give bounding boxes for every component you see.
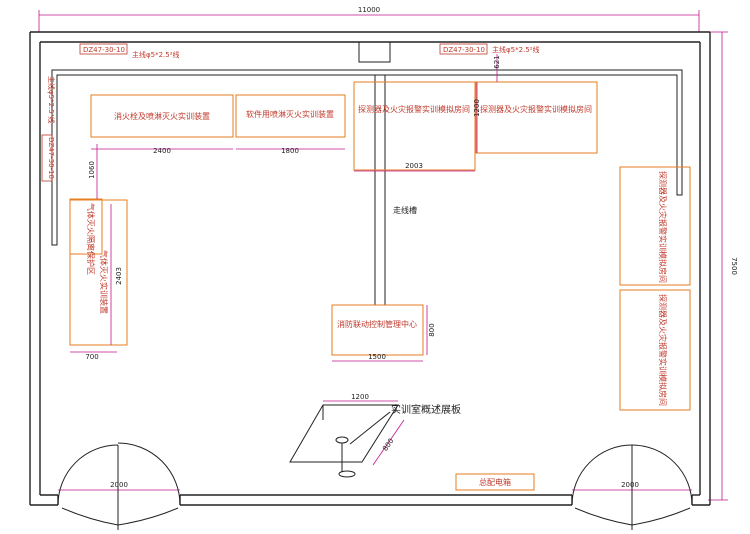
door-right-width-label: 2000: [621, 481, 639, 489]
overview-board-label: 实训室概述展板: [391, 403, 461, 416]
distribution-box-label: 总配电箱: [479, 477, 511, 487]
lift-width-label: 1800: [281, 147, 299, 155]
door-left: [57, 442, 181, 530]
gap-small-label: 621: [493, 55, 501, 68]
breaker-box-left: [41, 134, 53, 182]
wire-top-left: 主线φ5*2.5²线: [132, 50, 180, 59]
door-left-width-label: 2000: [110, 481, 128, 489]
breaker-top-right: DZ47-30-10: [443, 46, 485, 54]
right-room-2: [619, 289, 691, 411]
gas-small-label: 气体灭火隔离保护区: [86, 203, 96, 275]
control-width-label: 1500: [368, 353, 386, 361]
wire-top-right: 主线φ5*2.5²线: [492, 45, 540, 54]
lift-unit: [235, 94, 346, 138]
overview-board: [289, 404, 399, 478]
control-center-label: 消防联动控制管理中心: [337, 319, 417, 329]
sim-room-2-label: 探测器及火灾报警实训模拟房间: [480, 104, 592, 114]
door-right: [571, 444, 693, 530]
sprinkler-unit: [90, 94, 234, 138]
sim-room-height-label: 1200: [473, 99, 481, 117]
sim-room-1: [353, 81, 476, 171]
board-width-label: 1200: [351, 393, 369, 401]
breaker-box-top-right: [439, 43, 488, 55]
sprinkler-width-label: 2400: [153, 147, 171, 155]
breaker-top-left: DZ47-30-10: [83, 46, 125, 54]
wire-left: 主线φ5*2.5²线: [47, 76, 56, 124]
gas-small-unit: [69, 198, 103, 255]
control-height-label: 800: [428, 323, 436, 336]
left-room-depth-label: 1060: [88, 161, 96, 179]
sim-room-2: [475, 81, 598, 154]
pillar: [358, 41, 391, 63]
top-dimension: [38, 10, 700, 32]
right-dimension: [708, 31, 728, 501]
breaker-box-top-left: [79, 43, 128, 55]
walls: [29, 31, 711, 506]
right-room-2-label: 探测器及火灾报警实训模拟房间: [658, 294, 668, 406]
control-center: [331, 304, 424, 356]
total-height-label: 7500: [730, 257, 738, 275]
cable-trough-label: 走线槽: [393, 205, 417, 215]
sprinkler-label: 消火栓及喷淋灭火实训装置: [114, 111, 210, 121]
distribution-box: [455, 473, 535, 491]
gas-large-label: 气体灭火实训装置: [99, 250, 109, 314]
sim-room-width-label: 2003: [405, 162, 423, 170]
breaker-left: DZ47-30-10: [47, 137, 55, 179]
right-room-1: [619, 166, 691, 286]
board-height-label: 800: [381, 437, 395, 453]
total-width-label: 11000: [358, 6, 380, 14]
gas-large-unit: [69, 199, 128, 346]
right-room-1-label: 探测器及火灾报警实训模拟房间: [658, 171, 668, 283]
lift-label: 软件用喷淋灭火实训装置: [246, 109, 334, 119]
board-dimensions: [323, 400, 405, 466]
gas-width-label: 700: [85, 353, 98, 361]
gas-height-label: 2403: [115, 267, 123, 285]
sim-room-1-label: 探测器及火灾报警实训模拟房间: [358, 104, 470, 114]
